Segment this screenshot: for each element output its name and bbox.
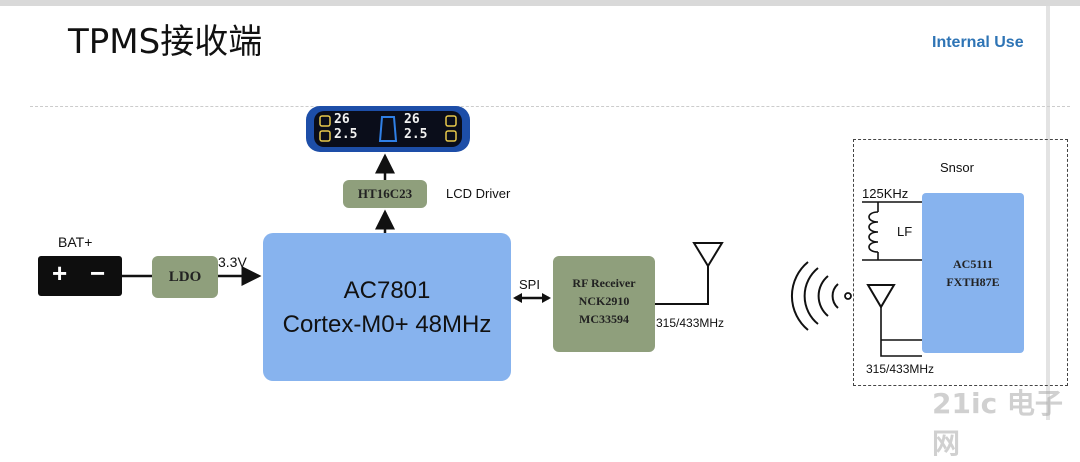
lcd-reading-front-left: 26 [334,112,350,127]
tire-icon [445,115,457,127]
rf-antenna-line [655,265,709,305]
battery-plus: + [52,258,68,288]
ldo-box: LDO [152,256,218,298]
lcd-reading-front-right: 26 [404,112,420,127]
sensor-lf-frequency: 125KHz [862,186,909,201]
sensor-chip-line2: FXTH87E [946,275,1000,289]
spi-arrow-right [542,293,551,303]
ldo-label: LDO [168,269,202,285]
car-icon [378,116,398,142]
tire-icon [445,130,457,142]
battery-label: BAT+ [58,234,93,250]
page-title: TPMS接收端 [68,22,263,62]
mcu-name: AC7801 [343,277,431,304]
lf-coil-icon [868,211,879,253]
lcd-reading-rear-right: 2.5 [404,127,428,142]
classification-label: Internal Use [932,34,1024,51]
lcd-driver-chip: HT16C23 [357,186,413,201]
battery-icon: + − [38,256,122,296]
right-rule [1046,6,1050,420]
header-separator [30,106,1070,107]
wireless-icon [844,292,852,300]
top-rule [0,0,1080,6]
sensor-rf-frequency: 315/433MHz [866,362,935,376]
mcu-core: Cortex-M0+ 48MHz [282,311,492,338]
lcd-driver-box: HT16C23 [343,180,427,208]
rf-line2: NCK2910 [578,294,630,308]
rf-line3: MC33594 [579,312,629,326]
sensor-boundary [853,139,1068,386]
tire-icon [319,115,331,127]
spi-arrow-left [513,293,522,303]
rf-line1: RF Receiver [572,276,636,290]
spi-label: SPI [519,277,540,292]
connector-lines [122,153,922,357]
battery-minus: − [90,258,106,288]
tire-icon [319,130,331,142]
sensor-antenna-icon [866,284,896,309]
watermark: 21ic 电子网 [932,387,1063,460]
sensor-antenna-line [880,307,922,357]
ldo-voltage: 3.3V [218,254,247,270]
lcd-reading-rear-left: 2.5 [334,127,358,142]
mcu-box: AC7801 Cortex-M0+ 48MHz [263,233,511,381]
sensor-chip-line1: AC5111 [952,257,993,271]
lcd-icons [319,115,457,142]
sensor-lf-label: LF [897,224,913,239]
sensor-chip-box: AC5111 FXTH87E [922,193,1024,353]
sensor-title: Snsor [940,160,974,175]
lcd-driver-label: LCD Driver [446,186,511,201]
rf-antenna-icon [692,242,724,268]
rf-frequency: 315/433MHz [656,316,725,330]
rf-receiver-box: RF Receiver NCK2910 MC33594 [553,256,655,352]
